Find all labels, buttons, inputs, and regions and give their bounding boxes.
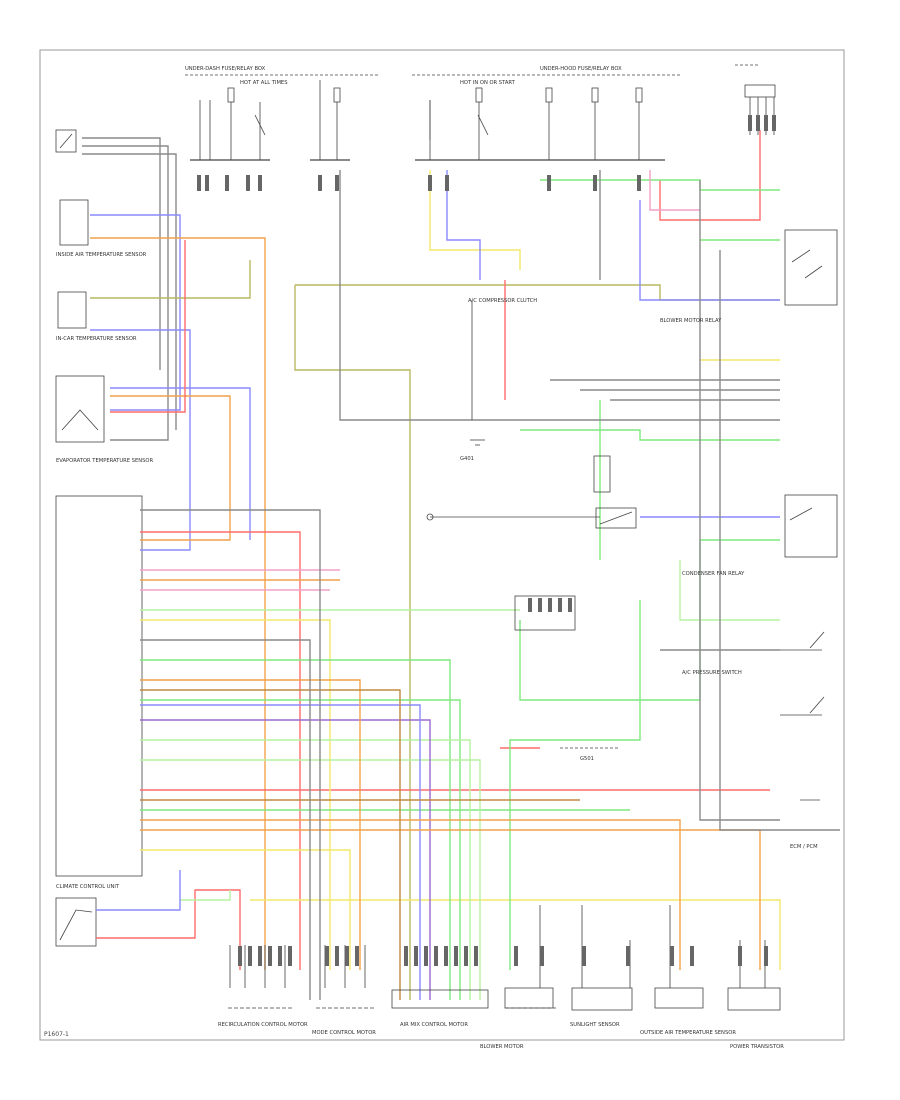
diagram-border	[39, 49, 845, 1041]
label-inside-sensor: INSIDE AIR TEMPERATURE SENSOR	[56, 252, 147, 258]
label-evaporator-sensor: EVAPORATOR TEMPERATURE SENSOR	[56, 458, 153, 464]
label-outside-sensor: OUTSIDE AIR TEMPERATURE SENSOR	[640, 1030, 736, 1036]
bottom-connectors	[228, 905, 781, 1011]
label-compressor-clutch: A/C COMPRESSOR CLUTCH	[468, 298, 537, 304]
label-mode-motor: MODE CONTROL MOTOR	[312, 1030, 376, 1036]
label-recirc-motor: RECIRCULATION CONTROL MOTOR	[218, 1022, 308, 1028]
label-power-transistor: POWER TRANSISTOR	[730, 1044, 784, 1050]
label-sunlight-sensor: SUNLIGHT SENSOR	[570, 1022, 620, 1028]
label-air-mix-motor: AIR MIX CONTROL MOTOR	[400, 1022, 468, 1028]
fuse-block-top	[185, 64, 776, 161]
label-fuse-box: UNDER-DASH FUSE/RELAY BOX	[185, 66, 266, 72]
mid-components	[426, 300, 637, 749]
label-control-unit: CLIMATE CONTROL UNIT	[56, 884, 120, 890]
label-hot-in-on: HOT IN ON OR START	[460, 80, 516, 86]
label-g401: G401	[460, 456, 474, 462]
label-condenser-fan-relay: CONDENSER FAN RELAY	[682, 571, 745, 577]
connector-terminals	[197, 115, 776, 966]
label-in-car-sensor: IN-CAR TEMPERATURE SENSOR	[56, 336, 137, 342]
label-ecm: ECM / PCM	[790, 844, 818, 850]
label-underhood-fuse-box: UNDER-HOOD FUSE/RELAY BOX	[540, 66, 622, 72]
wires	[82, 130, 840, 1000]
right-switches	[780, 229, 838, 801]
left-components	[55, 129, 143, 947]
label-blower-relay: BLOWER MOTOR RELAY	[660, 318, 722, 324]
label-g501: G501	[580, 756, 594, 762]
component-labels: CLIMATE CONTROL UNIT INSIDE AIR TEMPERAT…	[44, 66, 818, 1050]
label-hot-at-all-times: HOT AT ALL TIMES	[240, 80, 288, 86]
footer-code: P1607-1	[44, 1031, 69, 1038]
label-ac-pressure-switch: A/C PRESSURE SWITCH	[682, 670, 742, 676]
label-blower-motor: BLOWER MOTOR	[480, 1044, 524, 1050]
